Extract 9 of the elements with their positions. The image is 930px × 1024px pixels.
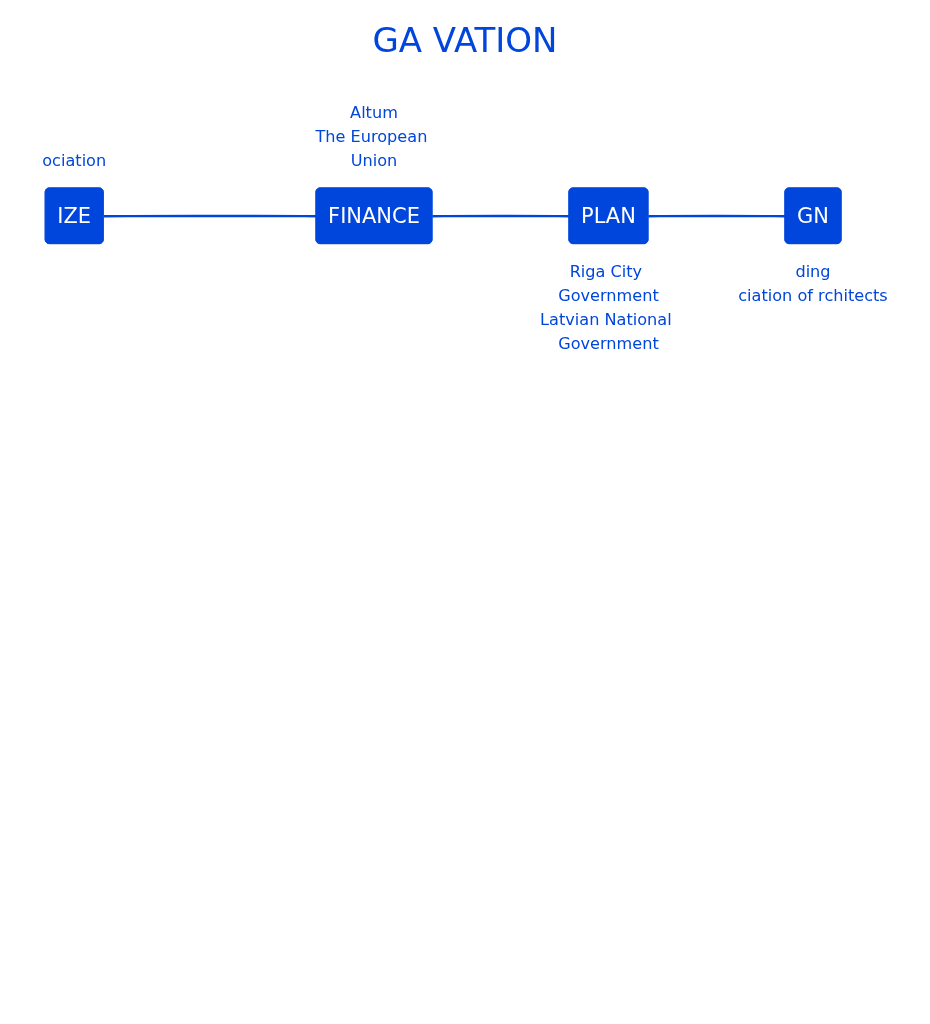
node-caption: ociation [42,149,107,173]
process-box: IZE [44,187,104,244]
process-box: GN [784,187,842,244]
process-box: PLAN [568,187,649,244]
node-caption: Riga City Government Latvian National Government [539,260,673,356]
node-caption: ding ciation of rchitects [738,260,888,307]
node-caption: Altum The European Union [314,101,429,173]
process-box: FINANCE [315,187,433,244]
diagram-label: GA VATION [372,20,558,60]
